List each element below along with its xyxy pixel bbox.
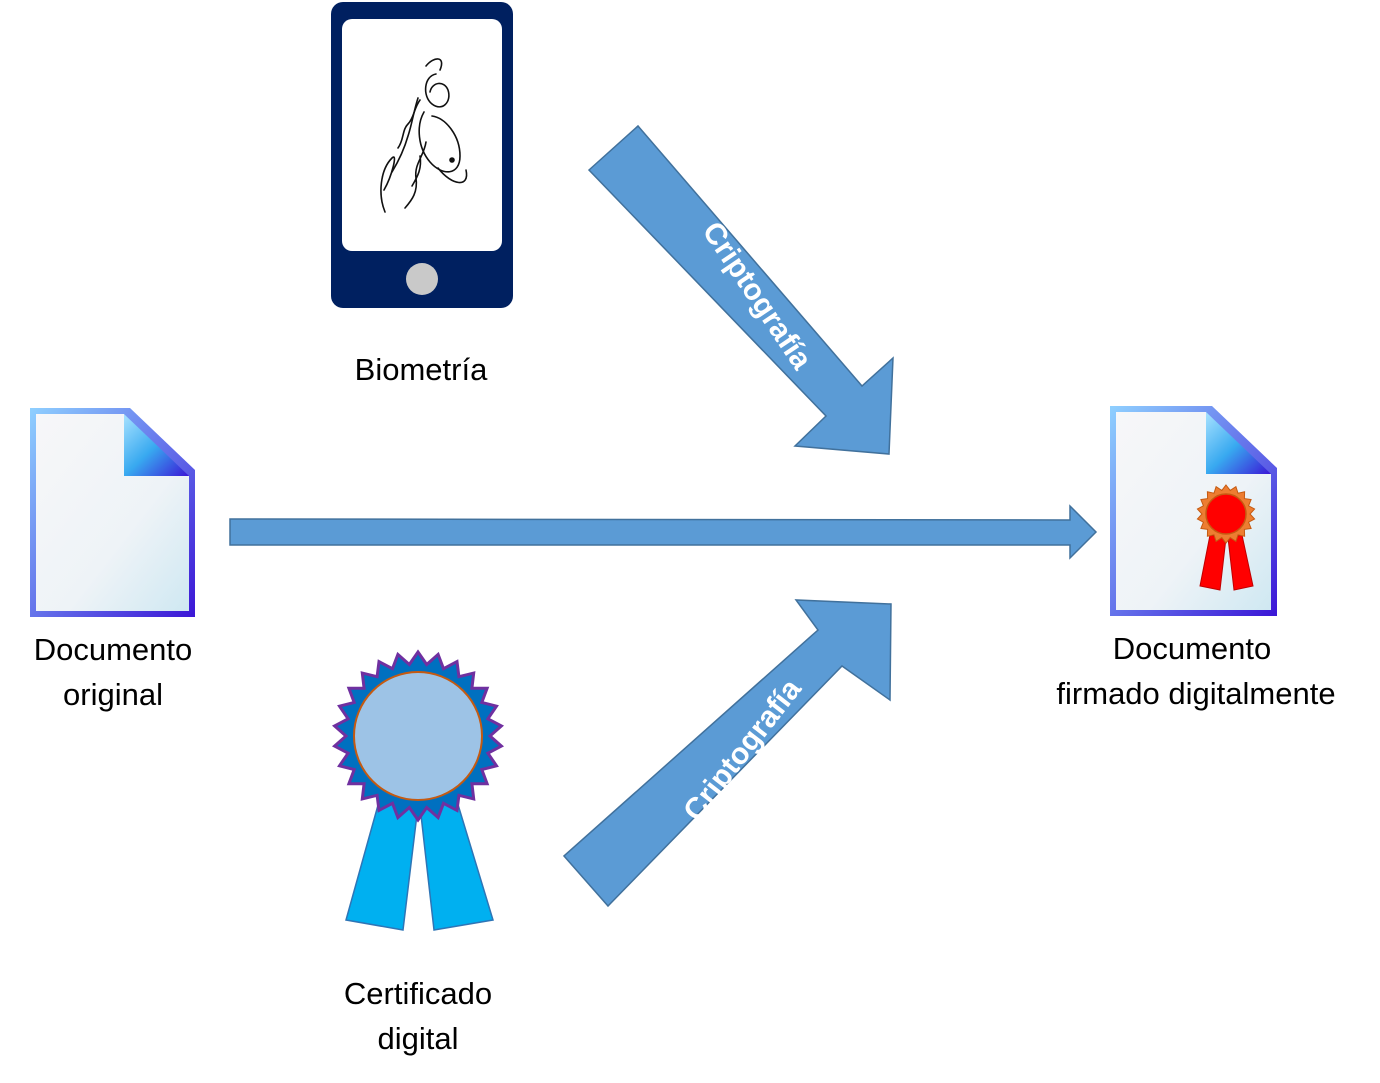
signed-document-icon bbox=[1110, 406, 1277, 616]
certificado-digital-line1: Certificado bbox=[344, 976, 492, 1011]
handwritten-signature bbox=[380, 58, 468, 213]
certificado-digital-line2: digital bbox=[378, 1021, 459, 1056]
top-cryptography-arrow bbox=[587, 124, 894, 455]
ribbon-right bbox=[419, 797, 494, 931]
biometria-label: Biometría bbox=[355, 352, 488, 387]
medal-face bbox=[353, 671, 483, 801]
ribbon-left bbox=[345, 797, 419, 931]
phone-signature-icon bbox=[331, 2, 513, 308]
red-seal-icon bbox=[1196, 484, 1256, 591]
documento-original-line2: original bbox=[63, 677, 163, 712]
documento-original-line1: Documento bbox=[34, 632, 193, 667]
document-icon bbox=[30, 408, 195, 617]
bottom-cryptography-arrow bbox=[562, 599, 892, 908]
main-arrow bbox=[229, 504, 1098, 560]
award-ribbon-icon bbox=[331, 649, 505, 931]
documento-firmado-line2: firmado digitalmente bbox=[1056, 676, 1335, 711]
documento-firmado-line1: Documento bbox=[1113, 631, 1272, 666]
